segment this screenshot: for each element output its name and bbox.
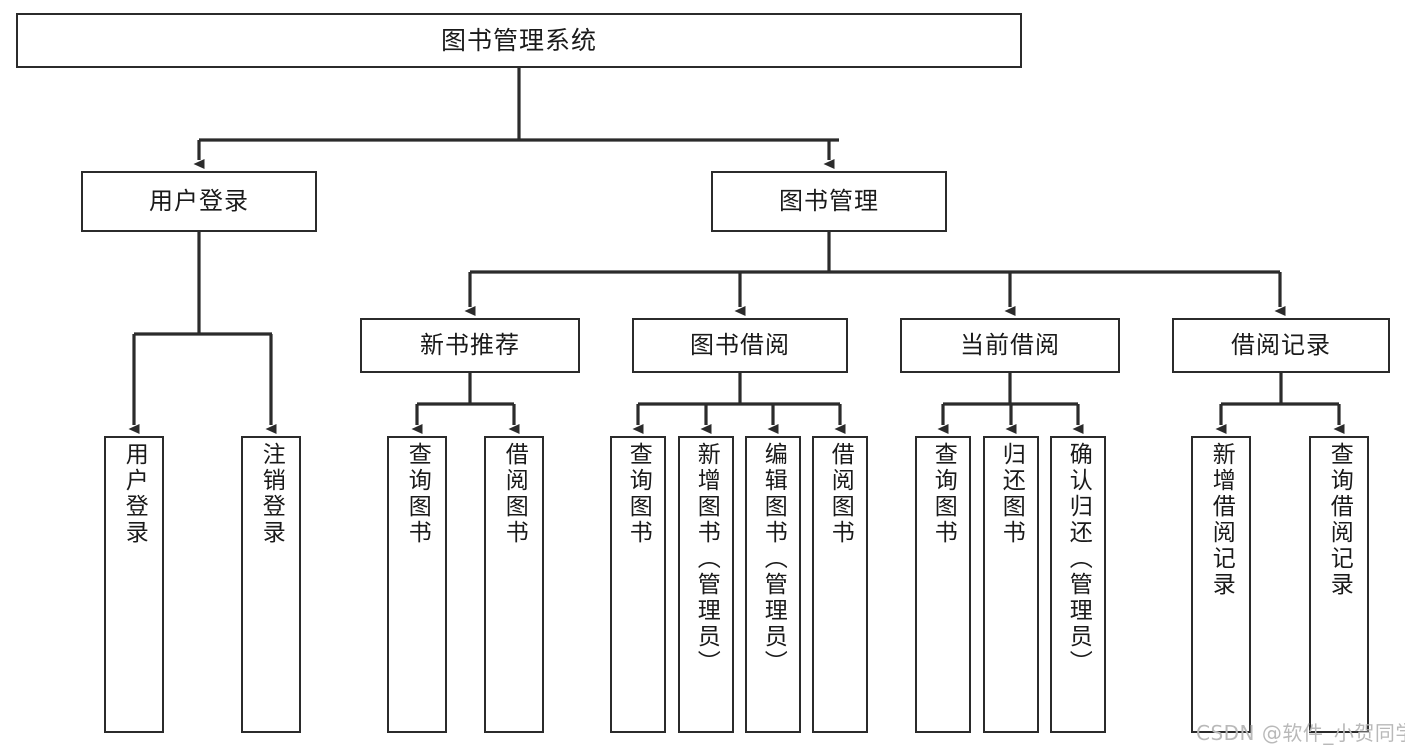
node-leaf-query-book-recommend-label: 查询图书 [404,442,431,546]
node-root-label: 图书管理系统 [440,25,597,55]
node-leaf-query-book-borrow[interactable]: 查询图书 [610,436,666,733]
node-leaf-logout-label: 注销登录 [258,442,285,546]
node-new-book-recommend[interactable]: 新书推荐 [360,318,580,373]
node-leaf-borrow-book-recommend[interactable]: 借阅图书 [484,436,544,733]
node-current-borrow[interactable]: 当前借阅 [900,318,1120,373]
csdn-watermark: CSDN @软件_小贺同学 [1196,721,1405,745]
node-leaf-confirm-return[interactable]: 确认归还（管理员） [1050,436,1106,733]
node-leaf-add-book-label: 新增图书（管理员） [693,442,720,676]
node-leaf-edit-book-label: 编辑图书（管理员） [760,442,787,676]
node-leaf-query-book-borrow-label: 查询图书 [625,442,652,546]
node-leaf-user-login[interactable]: 用户登录 [104,436,164,733]
node-borrow-record[interactable]: 借阅记录 [1172,318,1390,373]
node-leaf-add-borrow-record-label: 新增借阅记录 [1208,442,1235,598]
node-user-login-label: 用户登录 [149,187,249,216]
node-user-login[interactable]: 用户登录 [81,171,317,232]
node-borrow-record-label: 借阅记录 [1231,331,1331,360]
node-book-management[interactable]: 图书管理 [711,171,947,232]
node-leaf-borrow-book[interactable]: 借阅图书 [812,436,868,733]
node-leaf-edit-book[interactable]: 编辑图书（管理员） [745,436,801,733]
node-leaf-query-borrow-record[interactable]: 查询借阅记录 [1309,436,1369,733]
node-leaf-user-login-label: 用户登录 [121,442,148,546]
node-leaf-borrow-book-recommend-label: 借阅图书 [501,442,528,546]
node-book-management-label: 图书管理 [779,187,879,216]
node-book-borrow[interactable]: 图书借阅 [632,318,848,373]
node-leaf-confirm-return-label: 确认归还（管理员） [1065,442,1092,676]
node-leaf-query-book-current-label: 查询图书 [930,442,957,546]
node-leaf-borrow-book-label: 借阅图书 [827,442,854,546]
node-leaf-return-book-label: 归还图书 [998,442,1025,546]
node-leaf-query-borrow-record-label: 查询借阅记录 [1326,442,1353,598]
node-current-borrow-label: 当前借阅 [960,331,1060,360]
node-leaf-query-book-current[interactable]: 查询图书 [915,436,971,733]
node-root[interactable]: 图书管理系统 [16,13,1022,68]
node-leaf-add-borrow-record[interactable]: 新增借阅记录 [1191,436,1251,733]
node-leaf-return-book[interactable]: 归还图书 [983,436,1039,733]
node-leaf-add-book[interactable]: 新增图书（管理员） [678,436,734,733]
node-leaf-logout[interactable]: 注销登录 [241,436,301,733]
node-new-book-recommend-label: 新书推荐 [420,331,520,360]
node-book-borrow-label: 图书借阅 [690,331,790,360]
node-leaf-query-book-recommend[interactable]: 查询图书 [387,436,447,733]
